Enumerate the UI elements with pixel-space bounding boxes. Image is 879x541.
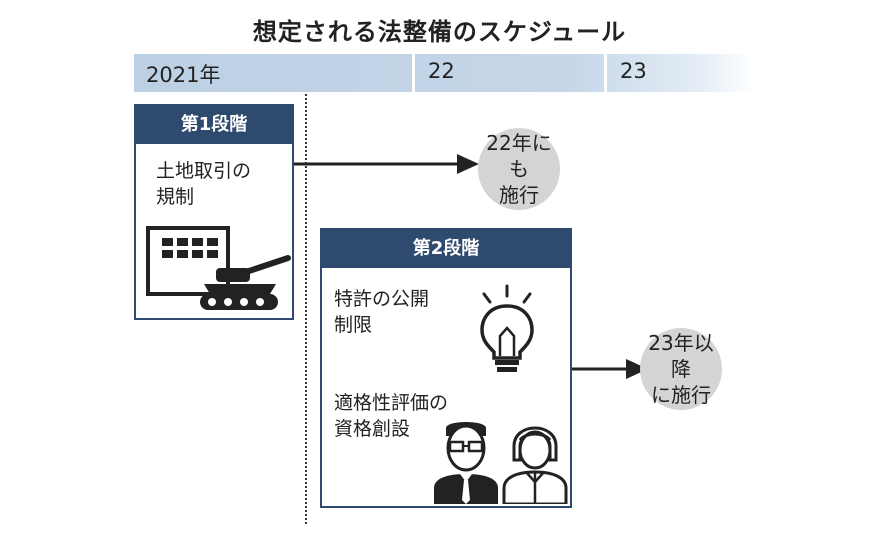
timeline-year-22: 22	[428, 59, 455, 83]
stage-1-line-1: 土地取引の	[156, 160, 252, 182]
stage-2-result-line-1: 23年以降	[648, 331, 714, 381]
woman-icon	[502, 426, 568, 504]
timeline-divider	[412, 54, 415, 92]
stage-1-header: 第1段階	[136, 106, 292, 144]
stage-1-result-line-1: 22年にも	[486, 131, 552, 181]
lightbulb-icon	[480, 284, 534, 372]
stage-2-item-2-line-2: 資格創設	[334, 418, 411, 440]
stage-2-item-2-text: 適格性評価の 資格創設	[334, 390, 448, 442]
stage-2-item-1-text: 特許の公開 制限	[334, 286, 429, 338]
timeline-year-23: 23	[620, 59, 647, 83]
stage-1-result-circle: 22年にも 施行	[478, 128, 560, 210]
timeline-bar: 2021年 22 23	[134, 54, 754, 92]
tank-icon	[200, 255, 291, 310]
stage-2-item-1-line-2: 制限	[334, 314, 373, 336]
man-with-glasses-icon	[434, 422, 498, 504]
timeline-year-2021: 2021年	[146, 63, 221, 87]
stage-2-item-1-line-1: 特許の公開	[334, 288, 430, 310]
building-icon	[146, 226, 230, 296]
diagram-title: 想定される法整備のスケジュール	[252, 18, 627, 46]
stage-1-box: 第1段階 土地取引の 規制	[134, 104, 294, 320]
stage-2-box: 第2段階 特許の公開 制限 適格性評価の 資格創設	[320, 228, 572, 508]
stage-2-result-line-2: に施行	[651, 383, 711, 407]
stage-1-text: 土地取引の 規制	[156, 158, 251, 210]
stage-1-line-2: 規制	[156, 186, 195, 208]
stage-2-arrow	[572, 359, 648, 379]
stage-2-item-2-line-1: 適格性評価の	[334, 392, 449, 414]
stage-1-arrow	[294, 154, 479, 174]
stage-2-result-circle: 23年以降 に施行	[640, 328, 722, 410]
stage-2-header: 第2段階	[322, 230, 570, 268]
timeline-divider	[604, 54, 607, 92]
stage-1-result-line-2: 施行	[499, 183, 539, 207]
current-time-dotted-line	[305, 94, 307, 524]
